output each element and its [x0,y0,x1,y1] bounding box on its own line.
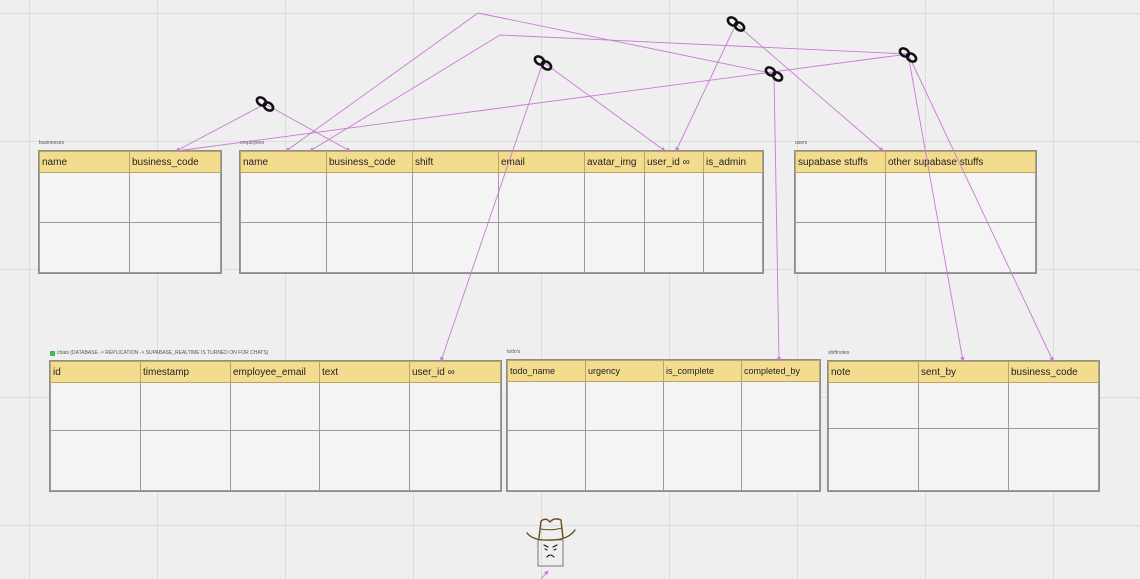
column-header[interactable]: name [240,151,327,173]
column-header[interactable]: text [319,361,410,383]
table-cell[interactable] [585,430,664,491]
column-header[interactable]: avatar_img [584,151,645,173]
table-cell[interactable] [795,172,886,223]
connector-line [285,12,479,152]
connector-line [175,53,909,152]
table-cell[interactable] [39,172,130,223]
table-cell[interactable] [319,430,410,491]
table-title: todo's [507,349,521,355]
column-header[interactable]: user_id ∞ [644,151,704,173]
table-employees[interactable]: employees name business_code shift email… [239,140,764,274]
connector-line [907,53,1054,362]
connector-line [675,23,737,152]
table-cell[interactable] [885,172,1036,223]
table-cell[interactable] [39,222,130,273]
connector-line [264,103,351,152]
table-cell[interactable] [412,172,499,223]
connector-line [735,23,884,152]
column-header[interactable]: urgency [585,360,664,382]
column-header[interactable]: todo_name [507,360,586,382]
table-title: employees [240,140,265,146]
table-title: ✓chats (DATABASE -> REPLICATION -> SUPAB… [50,350,268,356]
table-cell[interactable] [741,430,820,491]
table-users[interactable]: users supabase stuffs other supabase stu… [794,140,1037,274]
table-cell[interactable] [584,222,645,273]
connector-line [540,570,549,579]
table-cell[interactable] [326,222,413,273]
column-header[interactable]: email [498,151,585,173]
column-header[interactable]: name [39,151,130,173]
cowboy-sketch-icon [526,518,576,567]
table-todos[interactable]: todo's todo_name urgency is_complete com… [506,349,821,492]
table-cell[interactable] [1008,428,1099,491]
table-cell[interactable] [663,430,742,491]
link-icon[interactable] [897,45,919,65]
column-header[interactable]: business_code [326,151,413,173]
table-title: users [795,140,808,146]
table-cell[interactable] [50,382,141,431]
connector-line [542,61,666,152]
table-title: shiftnotes [828,350,850,356]
table-cell[interactable] [230,382,320,431]
table-title-text: chats (DATABASE -> REPLICATION -> SUPABA… [57,350,269,356]
connector-line [309,34,501,152]
table-cell[interactable] [885,222,1036,273]
table-cell[interactable] [409,430,501,491]
link-icon[interactable] [254,94,276,114]
table-cell[interactable] [140,430,231,491]
table-cell[interactable] [644,222,704,273]
connector-line [175,103,266,152]
connector-line [907,53,965,362]
realtime-check-icon: ✓ [50,351,55,356]
column-header[interactable]: id [50,361,141,383]
connector-line [477,12,776,75]
table-title: businesses [39,140,65,146]
table-cell[interactable] [412,222,499,273]
column-header[interactable]: business_code [1008,361,1099,383]
table-cell[interactable] [584,172,645,223]
column-header[interactable]: timestamp [140,361,231,383]
table-cell[interactable] [1008,382,1099,429]
table-cell[interactable] [319,382,410,431]
table-cell[interactable] [703,172,763,223]
connector-line [499,34,909,55]
link-icon[interactable] [532,53,554,73]
connector-line [773,73,782,362]
connector-line [440,61,544,362]
table-cell[interactable] [585,381,664,431]
column-header[interactable]: employee_email [230,361,320,383]
link-icon[interactable] [763,64,785,84]
table-cell[interactable] [409,382,501,431]
table-chats[interactable]: ✓chats (DATABASE -> REPLICATION -> SUPAB… [49,350,502,492]
table-cell[interactable] [498,172,585,223]
table-cell[interactable] [795,222,886,273]
table-cell[interactable] [129,222,221,273]
table-cell[interactable] [644,172,704,223]
table-cell[interactable] [918,428,1009,491]
table-shiftnotes[interactable]: shiftnotes note sent_by business_code [827,350,1100,492]
table-businesses[interactable]: businesses name business_code [38,140,222,274]
table-cell[interactable] [50,430,141,491]
link-icon[interactable] [725,14,747,34]
column-header[interactable]: is_admin [703,151,763,173]
table-cell[interactable] [703,222,763,273]
